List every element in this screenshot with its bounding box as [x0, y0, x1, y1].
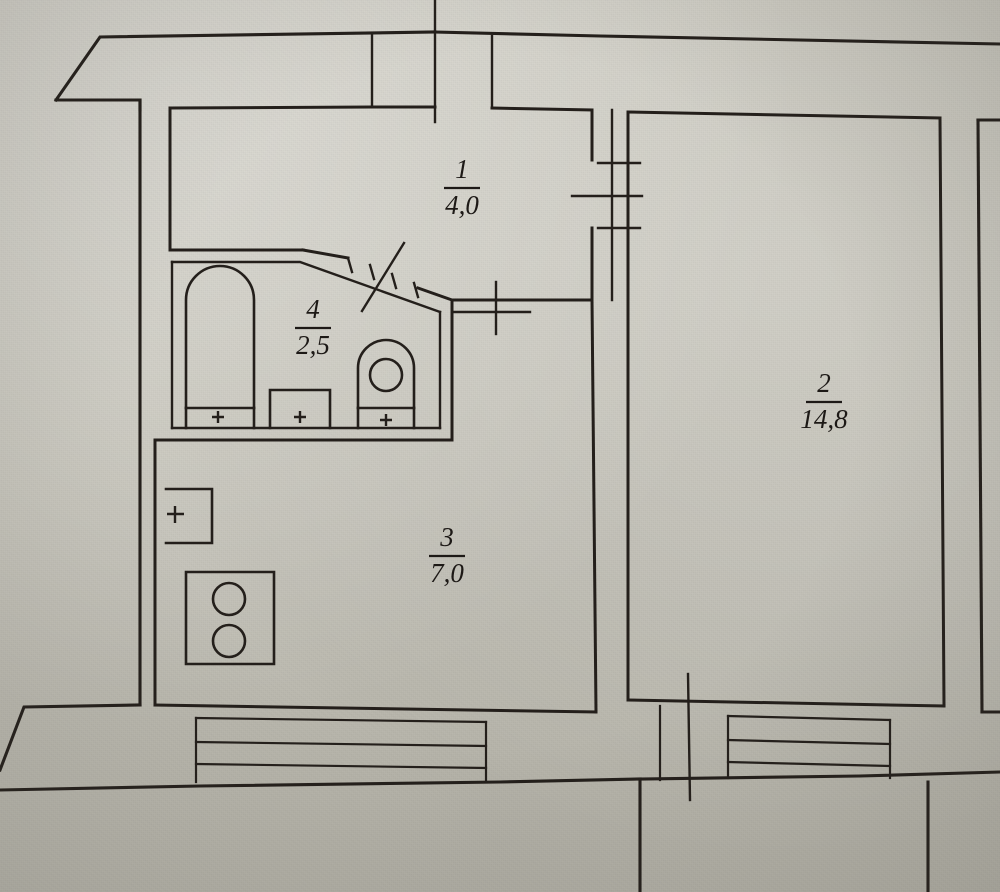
room-4-bathroom-walls — [153, 248, 454, 707]
room-3-area: 7,0 — [430, 558, 464, 588]
washbasin-fixture — [268, 388, 332, 430]
living-room-window — [658, 704, 892, 782]
room-1-hallway-walls — [168, 105, 594, 302]
washbasin-plus-mark — [294, 411, 306, 423]
exterior-walls — [0, 30, 1000, 892]
room-1-number: 1 — [455, 154, 469, 184]
door-hallway-to-bathroom — [346, 241, 420, 313]
entry-door — [370, 0, 494, 124]
room-label-4: 4 2,5 — [295, 294, 331, 360]
room-2-number: 2 — [817, 368, 831, 398]
bathtub-fixture — [184, 264, 256, 430]
kitchen-window — [194, 716, 488, 784]
room-4-area: 2,5 — [296, 330, 330, 360]
room-4-number: 4 — [306, 294, 320, 324]
toilet-plus-mark — [380, 414, 392, 426]
room-3-number: 3 — [439, 522, 454, 552]
kitchen-sink-fixture — [164, 487, 214, 545]
room-1-area: 4,0 — [445, 190, 479, 220]
room-2-area: 14,8 — [800, 404, 848, 434]
door-hallway-to-living-room — [570, 108, 644, 302]
room-label-2: 2 14,8 — [800, 368, 848, 434]
toilet-fixture — [356, 338, 416, 430]
bathtub-plus-mark — [212, 411, 224, 423]
room-3-kitchen-walls — [153, 298, 598, 714]
balcony-door-living-room — [686, 672, 692, 802]
kitchen-sink-plus-mark — [167, 506, 184, 523]
door-hallway-to-kitchen — [450, 280, 532, 336]
room-label-1: 1 4,0 — [444, 154, 480, 220]
room-label-3: 3 7,0 — [429, 522, 465, 588]
room-2-living-room-walls — [626, 110, 1000, 714]
gas-stove-fixture — [184, 570, 276, 666]
